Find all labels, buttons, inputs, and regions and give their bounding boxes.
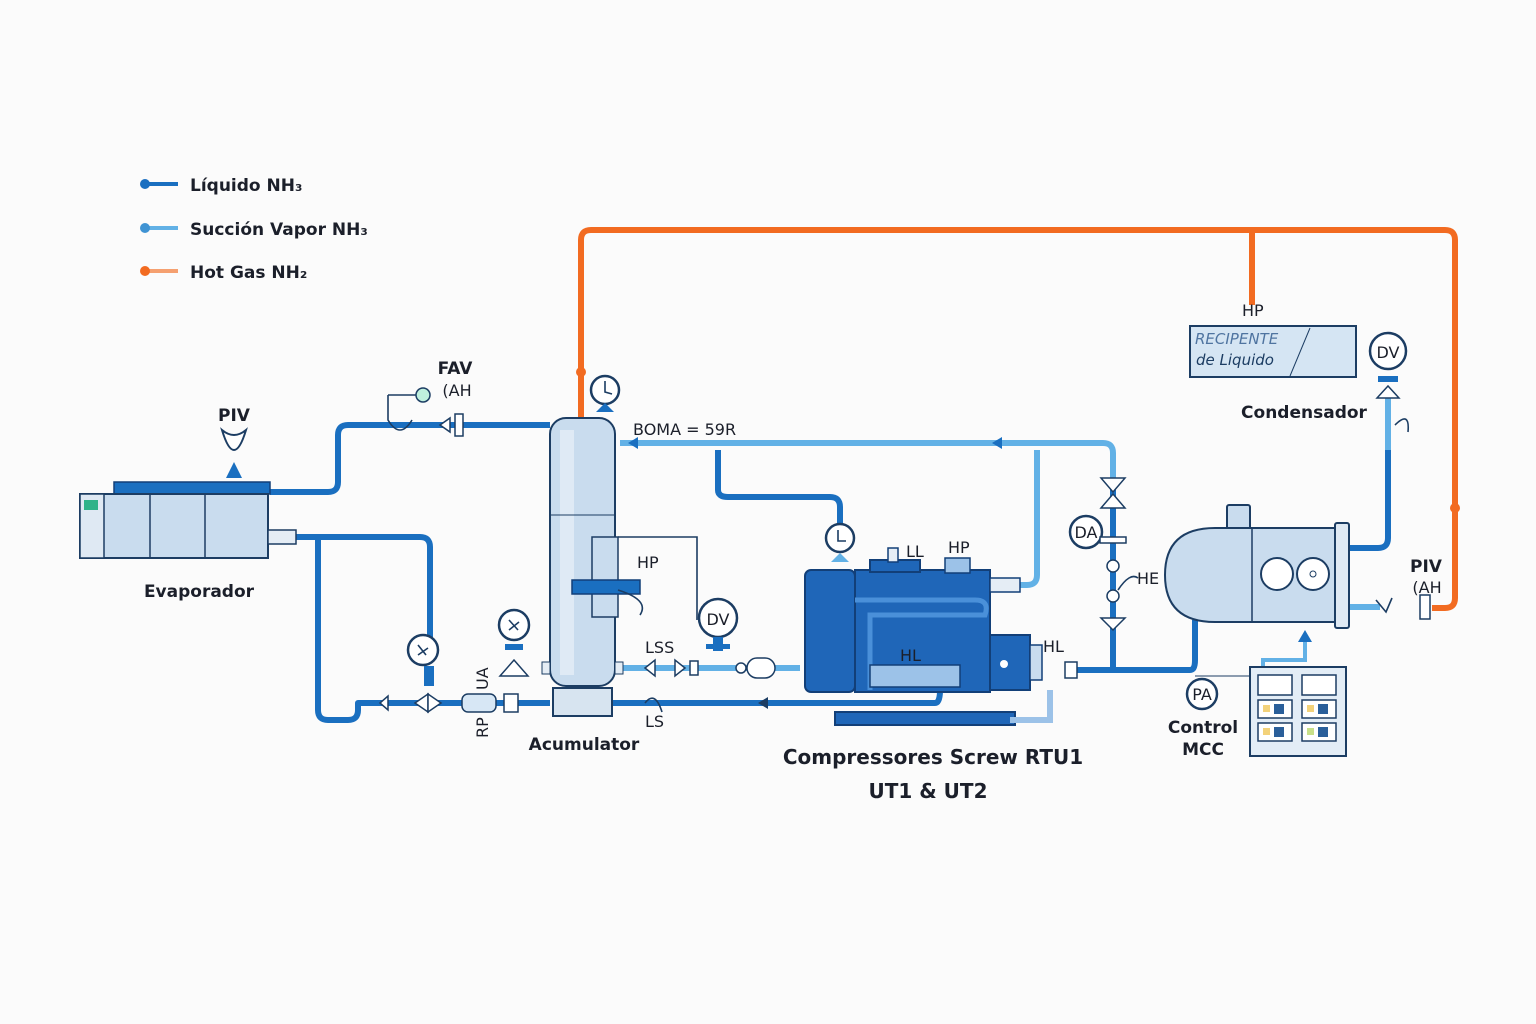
lss-label: LSS: [645, 638, 674, 657]
condenser-label: Condensador: [1241, 403, 1367, 423]
piv-cond-sub-label: (AH: [1412, 578, 1441, 597]
hl-right-label: HL: [1043, 637, 1064, 656]
hp-receiver-label: HP: [1242, 301, 1264, 320]
hp-comp-label: HP: [948, 538, 970, 557]
fav-valve[interactable]: FAV (AH: [387, 359, 474, 437]
evaporator-label: Evaporador: [144, 582, 255, 602]
boma-label: BOMA = 59R: [633, 420, 736, 439]
condenser: Condensador: [1163, 403, 1368, 629]
evaporator: Evaporador: [79, 481, 297, 602]
pressure-gauge-liquid[interactable]: [406, 633, 440, 686]
dv-cond-label: DV: [1377, 343, 1400, 362]
piv-evap-valve[interactable]: PIV: [218, 406, 251, 478]
liquid-receiver: RECIPENTE de Liquido HP: [1189, 301, 1357, 378]
hp-acc-label: HP: [637, 553, 659, 572]
da-valve-station[interactable]: DA HE: [1068, 477, 1159, 632]
legend-item-suction: Succión Vapor NH₃: [140, 220, 368, 240]
legend-item-liquid: Líquido NH₃: [140, 176, 302, 196]
pressure-gauge-ua[interactable]: [497, 608, 531, 713]
dv-gauge-mid[interactable]: DV: [697, 597, 776, 679]
legend-label: Hot Gas NH₂: [190, 263, 307, 283]
lss-valve[interactable]: LSS: [643, 638, 699, 678]
pa-gauge[interactable]: PA: [1185, 677, 1219, 711]
dv-gauge-condenser[interactable]: DV: [1368, 331, 1410, 433]
control-label: Control: [1168, 718, 1238, 738]
he-label: HE: [1137, 569, 1159, 588]
mcc-label: MCC: [1182, 740, 1224, 760]
legend-label: Succión Vapor NH₃: [190, 220, 368, 240]
fav-sub-label: (AH: [442, 381, 471, 400]
piv-cond-label: PIV: [1410, 557, 1443, 577]
screw-compressor: LL HP HL HL Compressores Screw RTU1 UT1 …: [783, 538, 1083, 803]
legend-item-hot-gas: Hot Gas NH₂: [140, 263, 307, 283]
rp-label: RP: [473, 717, 492, 738]
control-mcc[interactable]: [1195, 630, 1347, 757]
ls-switch[interactable]: LS: [644, 697, 664, 731]
legend-label: Líquido NH₃: [190, 176, 302, 196]
receiver-sub-label: de Liquido: [1196, 351, 1274, 369]
hl-comp-label: HL: [900, 646, 921, 665]
ls-label: LS: [645, 712, 664, 731]
pa-label: PA: [1192, 685, 1212, 704]
hot-gas-pipes: [576, 227, 1460, 611]
ua-label: UA: [473, 667, 492, 690]
dv-mid-label: DV: [707, 610, 730, 629]
legend: Líquido NH₃ Succión Vapor NH₃ Hot Gas NH…: [140, 176, 368, 283]
piv-evap-label: PIV: [218, 406, 251, 426]
receiver-label: RECIPENTE: [1195, 330, 1279, 348]
ll-label: LL: [906, 542, 924, 561]
liquid-pipes: [270, 422, 1391, 723]
rp-valve[interactable]: RP UA: [378, 667, 497, 738]
da-label: DA: [1075, 523, 1098, 542]
pressure-gauge-accumulator[interactable]: [589, 374, 621, 412]
compressor-units-label: UT1 & UT2: [869, 779, 988, 803]
compressor-label: Compressores Screw RTU1: [783, 745, 1083, 769]
accumulator: Acumulator HP: [529, 417, 698, 755]
piv-cond-valve[interactable]: PIV (AH: [1375, 557, 1443, 620]
pressure-gauge-compressor[interactable]: [824, 522, 856, 562]
accumulator-label: Acumulator: [529, 735, 640, 755]
fav-label: FAV: [438, 359, 474, 379]
